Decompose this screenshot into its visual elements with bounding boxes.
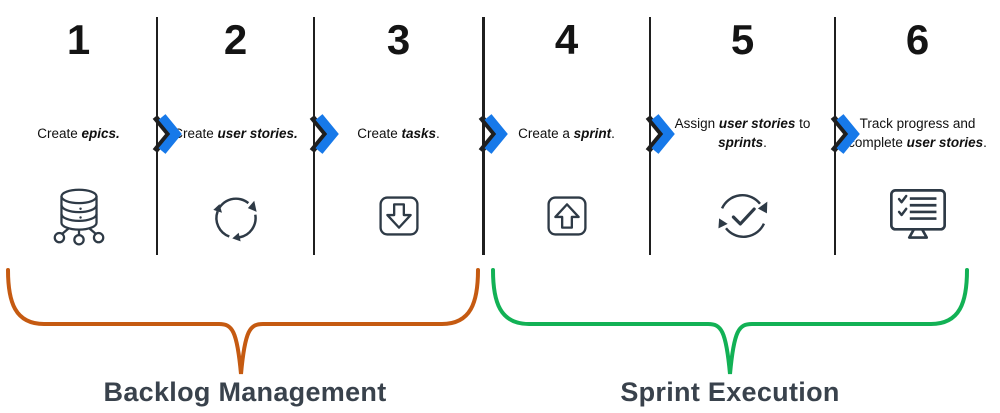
step-label: Create a sprint. xyxy=(518,125,615,141)
step-label: Create user stories. xyxy=(173,125,298,141)
sprint-brace xyxy=(491,268,969,375)
step-label: Create tasks. xyxy=(357,125,440,141)
backlog-management-label: Backlog Management xyxy=(103,377,387,407)
step-label: Assign user stories to sprints. xyxy=(674,116,811,150)
step-number: 1 xyxy=(66,16,91,63)
chevron-right-icon xyxy=(830,114,860,154)
download-box-icon xyxy=(314,174,483,258)
sync-check-icon xyxy=(650,174,835,258)
upload-box-icon xyxy=(483,174,650,258)
divider-line xyxy=(834,17,836,255)
chevron-right-icon xyxy=(645,114,675,154)
cycle-arrows-icon xyxy=(157,174,314,258)
step-label: Create epics. xyxy=(37,125,120,141)
divider-line xyxy=(313,17,315,255)
chevron-right-icon xyxy=(309,114,339,154)
step-number: 6 xyxy=(905,16,930,63)
divider-line xyxy=(482,17,485,255)
step-number: 3 xyxy=(386,16,411,63)
step-number: 5 xyxy=(730,16,755,63)
database-network-icon xyxy=(0,174,157,258)
sprint-execution-label: Sprint Execution xyxy=(620,377,840,407)
step-number: 2 xyxy=(223,16,248,63)
divider-line xyxy=(649,17,651,255)
step-label: Track progress and complete user stories… xyxy=(848,116,987,150)
chevron-right-icon xyxy=(152,114,182,154)
chevron-right-icon xyxy=(478,114,508,154)
divider-line xyxy=(156,17,158,255)
monitor-checklist-icon xyxy=(835,174,1000,258)
backlog-brace xyxy=(6,268,480,375)
step-number: 4 xyxy=(554,16,579,63)
